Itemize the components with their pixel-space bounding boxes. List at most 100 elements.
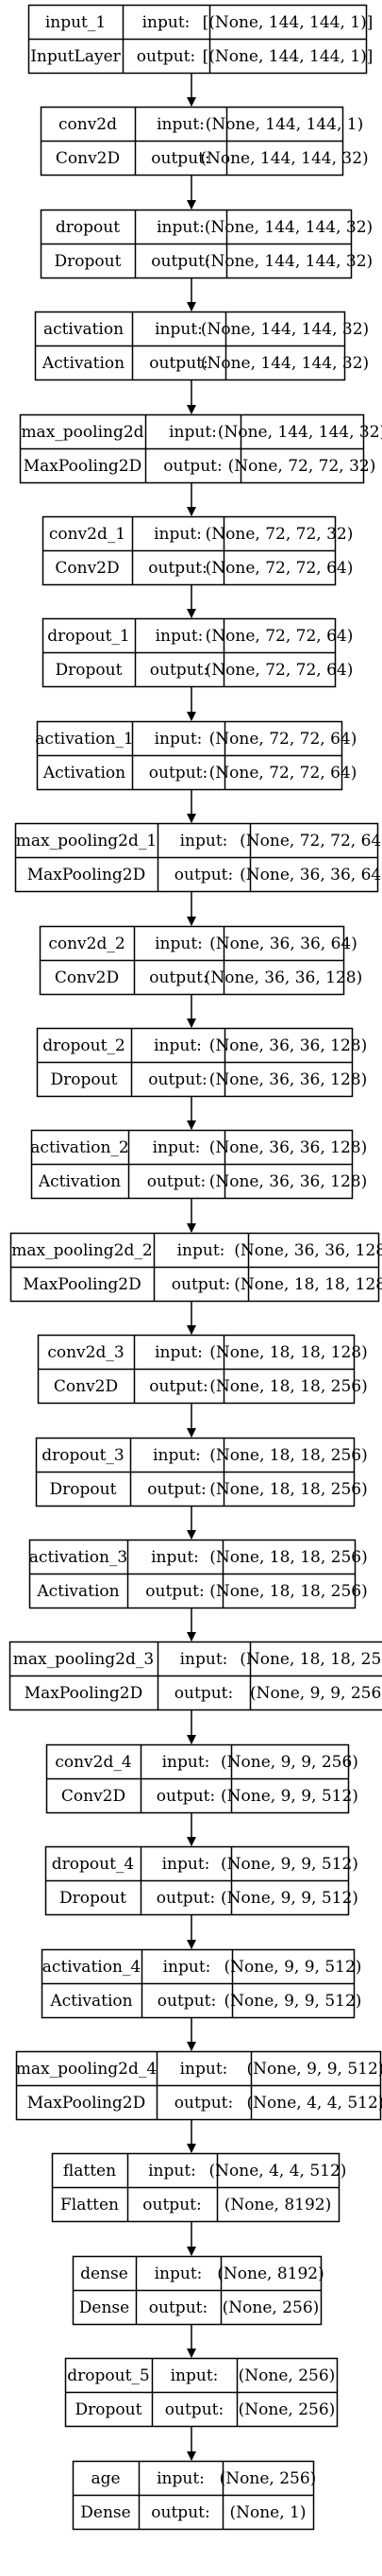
input-shape: (None, 18, 18, 256): [240, 1650, 382, 1669]
layer-type: Activation: [42, 764, 125, 783]
layer-node-activation_4: activation_4Activationinput:output:(None…: [41, 1948, 362, 2019]
input-label: input:: [155, 2265, 203, 2283]
output-shape: (None, 9, 9, 512): [221, 1787, 358, 1806]
layer-type: Activation: [42, 354, 125, 373]
layer-name: conv2d_3: [47, 1343, 124, 1362]
input-label: input:: [148, 2162, 196, 2180]
output-shape: (None, 4, 4, 512): [247, 2094, 382, 2113]
input-shape: (None, 72, 72, 32): [206, 525, 354, 544]
input-label: input:: [163, 1958, 211, 1977]
output-shape: (None, 256): [223, 2298, 320, 2317]
input-label: input:: [154, 525, 202, 544]
output-shape: (None, 9, 9, 512): [221, 1889, 358, 1908]
layer-node-max_pooling2d: max_pooling2dMaxPooling2Dinput:output:(N…: [19, 413, 382, 484]
input-label: input:: [155, 320, 203, 339]
layer-name: activation_1: [35, 730, 133, 749]
input-shape: (None, 144, 144, 32): [218, 423, 382, 442]
layer-type: Dropout: [55, 252, 122, 271]
output-label: output:: [149, 968, 208, 987]
output-shape: (None, 144, 144, 32): [201, 354, 369, 373]
output-shape: (None, 9, 9, 256): [250, 1684, 382, 1703]
input-label: input:: [151, 1548, 199, 1567]
layer-name: conv2d_1: [49, 525, 125, 544]
input-label: input:: [156, 627, 204, 646]
layer-type: Activation: [49, 1992, 132, 2011]
output-label: output:: [137, 47, 195, 66]
input-label: input:: [162, 1855, 210, 1874]
layer-name: flatten: [63, 2162, 116, 2180]
output-shape: (None, 144, 144, 32): [200, 149, 368, 168]
input-shape: (None, 36, 36, 128): [209, 1036, 368, 1055]
output-label: output:: [150, 661, 208, 680]
input-label: input:: [157, 218, 205, 237]
output-shape: (None, 9, 9, 512): [224, 1992, 362, 2011]
input-shape: (None, 8192): [217, 2265, 324, 2283]
layer-name: dense: [80, 2265, 128, 2283]
layer-type: Conv2D: [55, 968, 119, 987]
input-shape: (None, 36, 36, 128): [209, 1138, 368, 1157]
output-shape: (None, 72, 72, 64): [206, 559, 354, 578]
input-label: input:: [169, 423, 217, 442]
output-shape: (None, 18, 18, 256): [209, 1377, 368, 1396]
input-shape: (None, 36, 36, 64): [209, 934, 357, 953]
output-shape: (None, 18, 18, 128): [234, 1275, 382, 1294]
output-label: output:: [172, 1275, 230, 1294]
input-label: input:: [180, 832, 228, 850]
layer-name: dropout_2: [42, 1036, 125, 1055]
input-label: input:: [162, 1753, 210, 1772]
layer-name: max_pooling2d: [21, 423, 143, 442]
output-shape: (None, 72, 72, 64): [209, 764, 357, 783]
layer-name: dropout_5: [67, 2366, 149, 2385]
input-shape: (None, 72, 72, 64): [209, 730, 357, 749]
layer-name: conv2d: [58, 115, 117, 134]
output-label: output:: [158, 1992, 216, 2011]
input-label: input:: [180, 1650, 228, 1669]
output-shape: [(None, 144, 144, 1)]: [203, 47, 374, 66]
input-label: input:: [153, 1138, 201, 1157]
input-shape: (None, 144, 144, 32): [201, 320, 369, 339]
layer-name: dropout_1: [47, 627, 129, 646]
input-shape: (None, 72, 72, 64): [240, 832, 382, 850]
output-label: output:: [147, 1172, 206, 1191]
layer-node-max_pooling2d_2: max_pooling2d_2MaxPooling2Dinput:output:…: [9, 1232, 382, 1303]
layer-type: Conv2D: [56, 149, 120, 168]
input-label: input:: [155, 934, 203, 953]
layer-type: MaxPooling2D: [25, 1684, 143, 1703]
layer-name: dropout: [56, 218, 120, 237]
output-shape: (None, 72, 72, 32): [228, 457, 376, 476]
layer-type: MaxPooling2D: [27, 866, 146, 884]
output-shape: (None, 72, 72, 64): [206, 661, 354, 680]
input-label: input:: [142, 13, 191, 32]
input-shape: (None, 4, 4, 512): [209, 2162, 347, 2180]
layer-name: dropout_3: [42, 1446, 124, 1465]
layer-node-max_pooling2d_3: max_pooling2d_3MaxPooling2Dinput:output:…: [8, 1641, 382, 1711]
input-shape: (None, 9, 9, 512): [247, 2060, 382, 2079]
layer-name: age: [91, 2469, 120, 2488]
layer-type: Flatten: [60, 2196, 119, 2214]
input-label: input:: [153, 1446, 201, 1465]
output-shape: (None, 18, 18, 256): [209, 1582, 368, 1601]
layer-type: Dropout: [75, 2400, 142, 2419]
input-shape: (None, 144, 144, 32): [205, 218, 373, 237]
layer-name: input_1: [45, 13, 106, 32]
layer-name: activation: [43, 320, 124, 339]
output-shape: (None, 36, 36, 64): [240, 866, 382, 884]
output-label: output:: [163, 457, 222, 476]
layer-name: activation_2: [30, 1138, 128, 1157]
input-shape: (None, 72, 72, 64): [206, 627, 354, 646]
layer-type: Dropout: [51, 1070, 118, 1089]
input-label: input:: [154, 1036, 202, 1055]
layer-node-activation: activationActivationinput:output:(None, …: [34, 311, 369, 381]
input-shape: (None, 36, 36, 128): [234, 1241, 382, 1260]
layer-type: Activation: [38, 1172, 121, 1191]
input-shape: (None, 256): [220, 2469, 317, 2488]
